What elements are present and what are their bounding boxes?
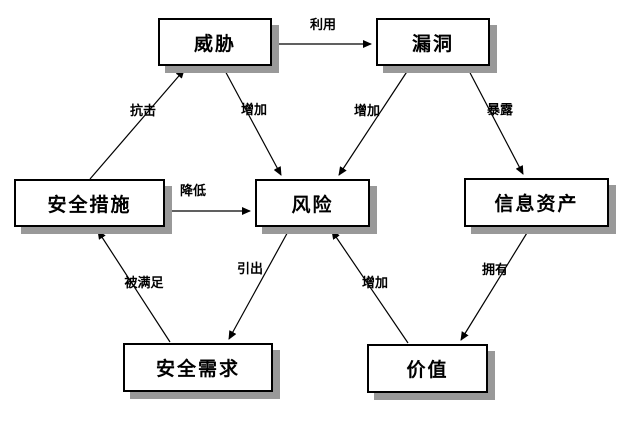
edge-label-leadto: 引出 bbox=[236, 262, 264, 277]
edge-label-increase1: 增加 bbox=[240, 103, 268, 118]
edge-increase3-arrow bbox=[331, 230, 409, 344]
node-safeguards: 安全措施 bbox=[14, 179, 165, 227]
node-vulnerability: 漏洞 bbox=[376, 18, 490, 66]
node-value-label: 价值 bbox=[406, 359, 449, 381]
edge-label-own: 拥有 bbox=[481, 263, 509, 278]
node-threat: 威胁 bbox=[158, 18, 272, 66]
edge-label-resist: 抗击 bbox=[129, 104, 157, 119]
edge-label-increase2: 增加 bbox=[353, 104, 381, 119]
node-security-requirements-label: 安全需求 bbox=[155, 358, 240, 380]
node-risk: 风险 bbox=[255, 179, 370, 227]
node-security-requirements: 安全需求 bbox=[123, 343, 273, 392]
node-info-assets: 信息资产 bbox=[464, 178, 609, 227]
edge-label-expose: 暴露 bbox=[486, 103, 514, 118]
edge-increase1-arrow bbox=[222, 66, 282, 176]
edge-own-arrow bbox=[460, 227, 531, 341]
node-safeguards-label: 安全措施 bbox=[47, 193, 132, 216]
node-risk-label: 风险 bbox=[291, 193, 334, 216]
edge-label-satisfied: 被满足 bbox=[124, 276, 164, 291]
node-info-assets-label: 信息资产 bbox=[494, 193, 579, 215]
edge-label-reduce: 降低 bbox=[179, 184, 207, 199]
edge-label-increase3: 增加 bbox=[361, 276, 389, 291]
edge-label-exploit: 利用 bbox=[309, 18, 337, 33]
edge-satisfied-arrow bbox=[97, 230, 171, 343]
node-vulnerability-label: 漏洞 bbox=[411, 32, 454, 55]
node-value: 价值 bbox=[367, 344, 488, 393]
edge-expose-arrow bbox=[466, 66, 524, 175]
node-threat-label: 威胁 bbox=[193, 32, 236, 55]
edge-increase2-arrow bbox=[338, 66, 411, 176]
edge-leadto-arrow bbox=[228, 227, 291, 340]
edge-resist-arrow bbox=[89, 69, 185, 180]
